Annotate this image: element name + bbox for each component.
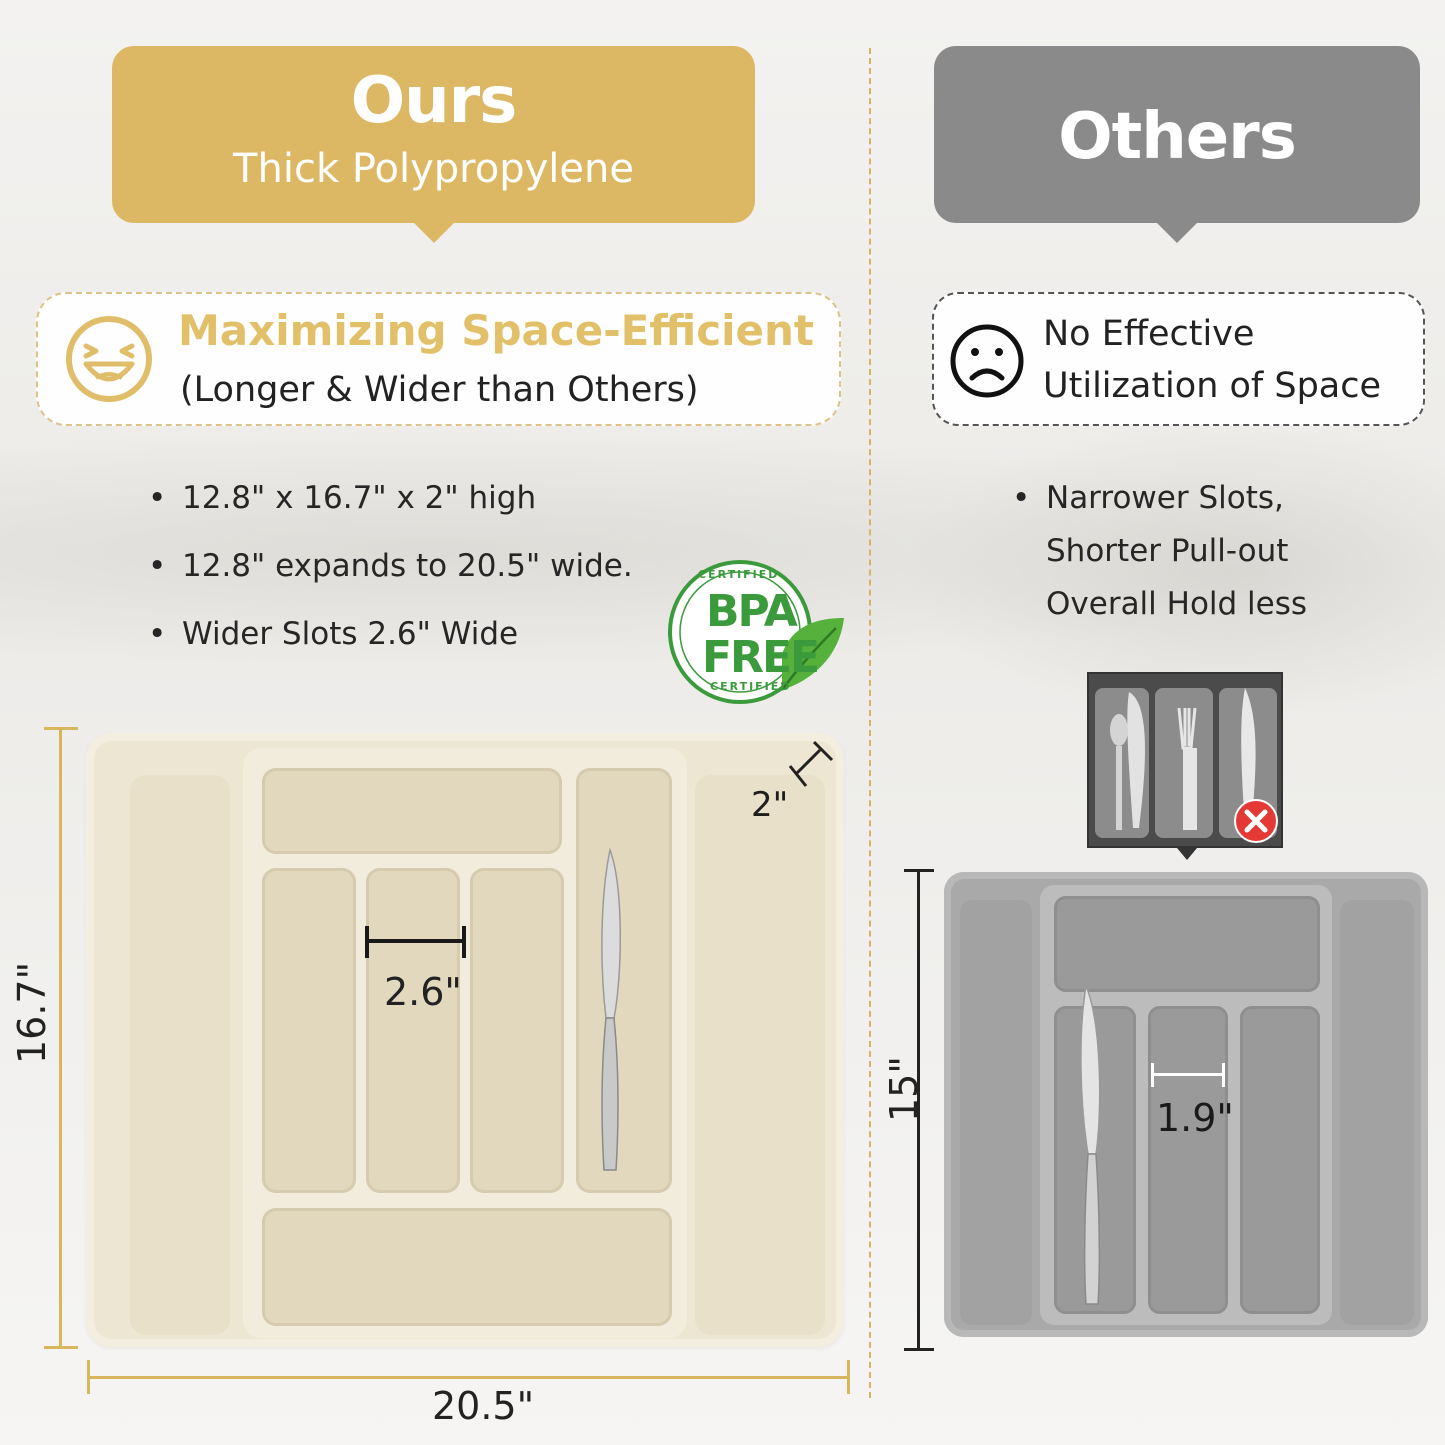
laughing-face-icon	[66, 316, 152, 402]
tray-slot	[576, 768, 672, 1193]
tray-side-compartment	[695, 775, 825, 1335]
column-divider	[869, 48, 871, 1398]
dimension-tick	[44, 727, 78, 730]
others-bullet: Narrower Slots,	[1012, 480, 1284, 516]
tray-slot	[262, 1208, 672, 1326]
tray-slot	[262, 768, 562, 854]
close-icon	[1234, 799, 1278, 843]
others-header-bubble	[934, 46, 1420, 243]
height-label: 16.7"	[10, 961, 54, 1064]
cutlery-icon	[1110, 688, 1256, 830]
dimension-tick	[1222, 1063, 1225, 1087]
slot-width-line	[366, 939, 464, 943]
tray-slot	[1054, 896, 1320, 992]
dimension-tick	[87, 1360, 90, 1394]
ours-callout-box	[36, 292, 841, 426]
tray-slot	[470, 868, 564, 1193]
others-bullet: Shorter Pull-out	[1046, 533, 1289, 569]
ours-subtitle: Thick Polypropylene	[233, 146, 634, 192]
sad-face-icon	[950, 324, 1024, 398]
dimension-tick	[462, 926, 466, 958]
width-dimension-line	[88, 1376, 848, 1379]
dimension-tick	[847, 1360, 850, 1394]
tray-slot	[262, 868, 356, 1193]
knife-icon	[601, 848, 621, 1171]
depth-dimension-mark	[788, 740, 834, 787]
tray-side-compartment	[960, 900, 1032, 1325]
ours-callout-title: Maximizing Space-Efficient	[178, 306, 814, 355]
others-callout-box	[932, 292, 1425, 426]
ours-bullet: Wider Slots 2.6" Wide	[148, 616, 518, 652]
dimension-tick	[365, 926, 369, 958]
dimension-tick	[44, 1346, 78, 1349]
others-height-label: 15"	[882, 1056, 926, 1122]
height-dimension-line	[59, 728, 62, 1348]
slot-width-label: 2.6"	[384, 970, 462, 1014]
ours-callout-subtitle: (Longer & Wider than Others)	[180, 370, 699, 410]
others-bullet: Overall Hold less	[1046, 586, 1308, 622]
tray-slot	[1240, 1006, 1320, 1314]
tray-side-compartment	[1340, 900, 1414, 1325]
ours-bullet: 12.8" x 16.7" x 2" high	[148, 480, 536, 516]
bpa-free-badge: CERTIFIED BPA FREE CERTIFIED	[664, 556, 846, 706]
knife-icon	[1080, 984, 1101, 1305]
tray-side-compartment	[130, 775, 230, 1335]
dimension-tick	[1151, 1063, 1154, 1087]
depth-label: 2"	[751, 785, 789, 825]
others-callout-line2: Utilization of Space	[1043, 366, 1382, 406]
tray-slot	[1148, 1006, 1228, 1314]
ours-title: Ours	[350, 64, 518, 138]
others-slot-width-label: 1.9"	[1156, 1096, 1234, 1140]
others-callout-line1: No Effective	[1043, 314, 1255, 354]
dimension-tick	[904, 869, 934, 872]
others-cutlery-thumbnail	[1087, 672, 1283, 860]
others-title: Others	[1058, 100, 1297, 174]
ours-bullet: 12.8" expands to 20.5" wide.	[148, 548, 633, 584]
ours-header-bubble	[112, 46, 755, 243]
width-label: 20.5"	[432, 1384, 535, 1428]
dimension-tick	[904, 1348, 934, 1351]
tray-slot	[366, 868, 460, 1193]
badge-ring-icon	[668, 560, 844, 704]
others-height-line	[917, 870, 920, 1350]
others-slot-width-line	[1152, 1073, 1224, 1076]
background-blur	[900, 420, 1445, 720]
